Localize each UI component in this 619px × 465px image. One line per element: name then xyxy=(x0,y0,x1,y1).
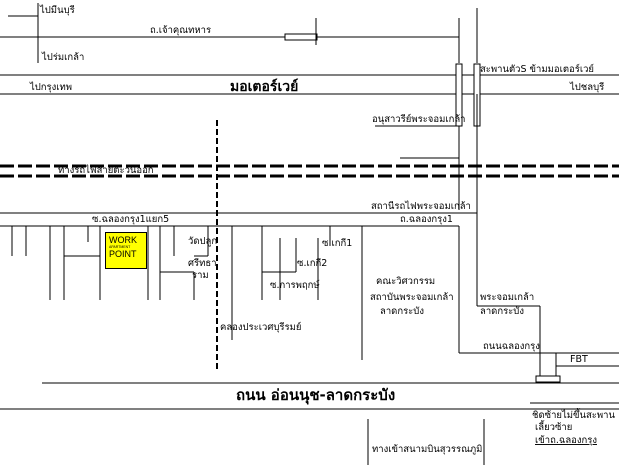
label-chalongkrung-road: ถนนฉลองกรุง xyxy=(483,341,540,352)
label-chao-khun-thahan: ถ.เจ้าคุณทหาร xyxy=(150,25,211,36)
label-min-buri: ไปมีนบุรี xyxy=(39,4,75,16)
poi-line1: WORK xyxy=(109,235,137,245)
label-soi-chalongkrung1-5: ซ.ฉลองกรุง1แยก5 xyxy=(92,214,169,225)
label-to-bangkok: ไปกรุงเทพ xyxy=(29,81,72,93)
label-to-chonburi: ไปชลบุรี xyxy=(569,81,604,93)
label-wat-plukpho: วัดปลูก xyxy=(188,236,217,247)
label-engineering-3: ลาดกระบัง xyxy=(380,306,424,317)
work-apartment-point-marker[interactable]: WORK APARTMENT POINT xyxy=(105,232,147,269)
label-station: สถานีรถไฟพระจอมเกล้า xyxy=(371,200,471,212)
label-monument: อนุสาวรีย์พระจอมเกล้า xyxy=(372,113,466,125)
bridge-mark-top xyxy=(284,33,318,41)
label-sri-thararam-1: ศรีทธา xyxy=(188,257,217,269)
label-soi-keki2: ซ.เกกี2 xyxy=(297,257,327,269)
label-motorway: มอเตอร์เวย์ xyxy=(230,78,298,95)
label-airport: ทางเข้าสนามบินสุวรรณภูมิ xyxy=(372,444,482,455)
label-sri-thararam-2: ราม xyxy=(192,270,209,281)
label-keep-left-1: ชิดซ้ายไม่ขึ้นสะพาน xyxy=(532,408,615,421)
label-bridge-s: สะพานตัวS ข้ามมอเตอร์เวย์ xyxy=(480,63,594,75)
label-main-road: ถนน อ่อนนุช-ลาดกระบัง xyxy=(236,386,395,405)
main-road-bridge-mark xyxy=(535,375,561,383)
label-pjk-1: พระจอมเกล้า xyxy=(480,292,534,303)
label-pjk-2: ลาดกระบัง xyxy=(480,306,524,317)
label-fbt: FBT xyxy=(570,354,588,365)
label-keep-left-3: เข้าถ.ฉลองกรุง xyxy=(535,435,597,446)
label-railway: ทางรถไฟสายตะวันออก xyxy=(58,164,154,176)
label-engineering-1: คณะวิศวกรรม xyxy=(376,276,435,287)
label-chalongkrung1: ถ.ฉลองกรุง1 xyxy=(400,214,453,225)
poi-line3: POINT xyxy=(109,249,137,259)
label-soi-kanphruksa: ซ.การพฤกษ์ xyxy=(270,279,320,291)
label-rom-klao: ไปร่มเกล้า xyxy=(41,51,84,63)
label-keep-left-2: เลี้ยวซ้าย xyxy=(535,420,572,433)
label-canal: คลองประเวศบุรีรมย์ xyxy=(220,321,301,333)
label-soi-keki1: ซ.เกกี1 xyxy=(322,237,352,249)
label-engineering-2: สถาบันพระจอมเกล้า xyxy=(370,292,454,303)
poi-line2: APARTMENT xyxy=(109,245,131,249)
